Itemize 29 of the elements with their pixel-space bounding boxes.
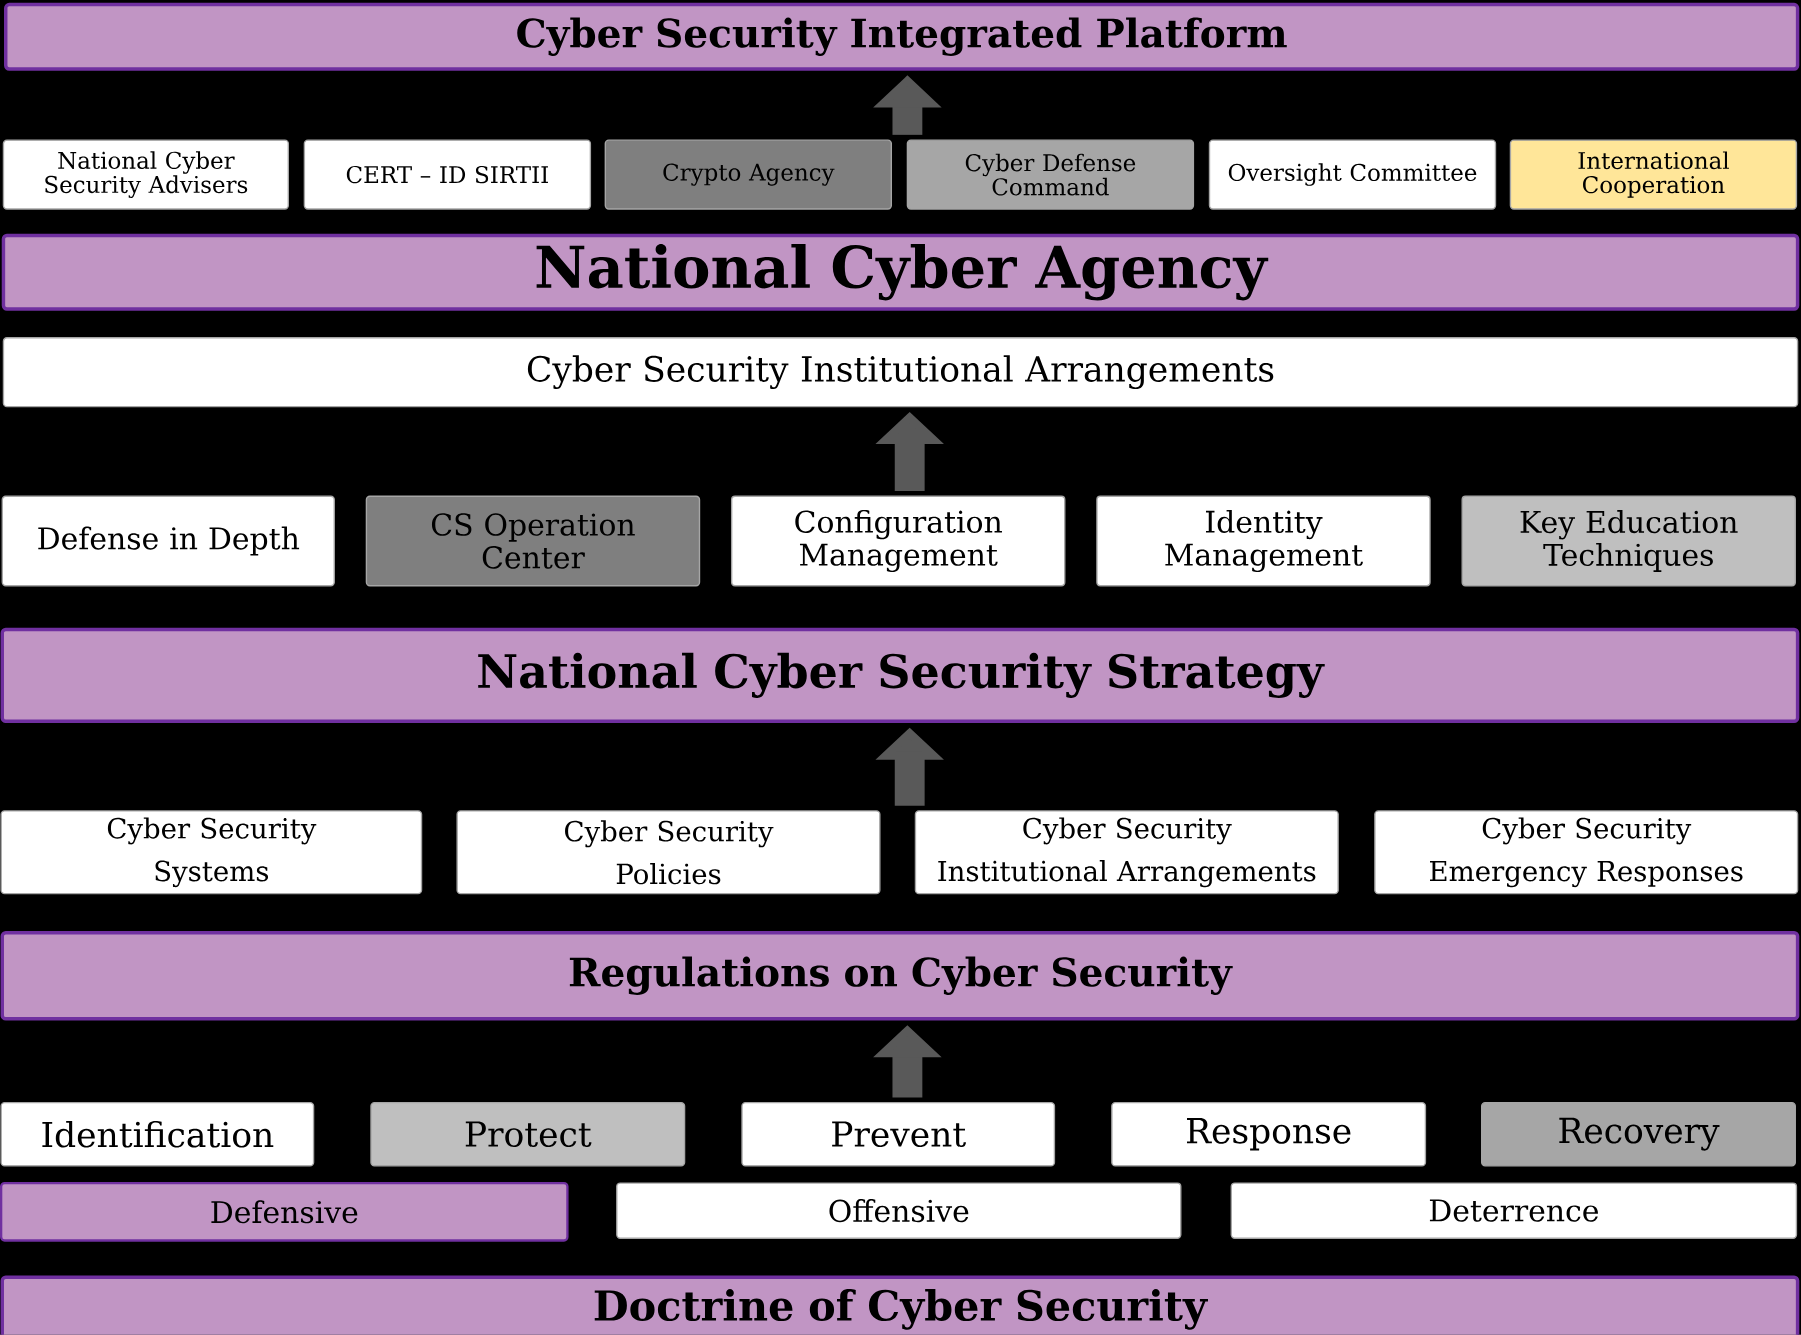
label-box: Cyber Security Institutional Arrangements: [2, 337, 1799, 408]
label-box: Defense in Depth: [1, 495, 335, 587]
label-box: Deterrence: [1230, 1182, 1798, 1240]
title-band: Doctrine of Cyber Security: [0, 1275, 1800, 1335]
label-box: Oversight Committee: [1208, 139, 1497, 210]
label-box: Identification: [0, 1102, 315, 1167]
label-box: Cyber Defense Command: [906, 139, 1195, 210]
label-box: Cyber Security Institutional Arrangements: [914, 810, 1339, 895]
label-box: Prevent: [741, 1102, 1056, 1167]
label-box: Offensive: [616, 1182, 1182, 1240]
label-box: CERT – ID SIRTII: [303, 139, 592, 210]
label-box: National Cyber Security Advisers: [2, 139, 289, 210]
label-box: Identity Management: [1096, 495, 1431, 587]
label-box: Cyber Security Emergency Responses: [1374, 810, 1799, 895]
title-band: National Cyber Security Strategy: [0, 627, 1800, 724]
label-box: Configuration Management: [730, 495, 1066, 587]
title-band: Cyber Security Integrated Platform: [4, 3, 1800, 71]
label-box: Recovery: [1481, 1102, 1796, 1167]
label-box: Cyber Security Policies: [456, 810, 881, 895]
label-box: Key Education Techniques: [1461, 495, 1796, 587]
label-box: Crypto Agency: [604, 139, 892, 210]
label-box: International Cooperation: [1509, 139, 1798, 210]
title-band: Regulations on Cyber Security: [0, 931, 1800, 1021]
label-box: Response: [1111, 1102, 1427, 1167]
label-box: Cyber Security Systems: [0, 810, 423, 895]
label-box: Protect: [370, 1102, 686, 1167]
label-box: CS Operation Center: [365, 495, 701, 587]
title-band: National Cyber Agency: [1, 233, 1800, 311]
label-box: Defensive: [0, 1182, 569, 1242]
